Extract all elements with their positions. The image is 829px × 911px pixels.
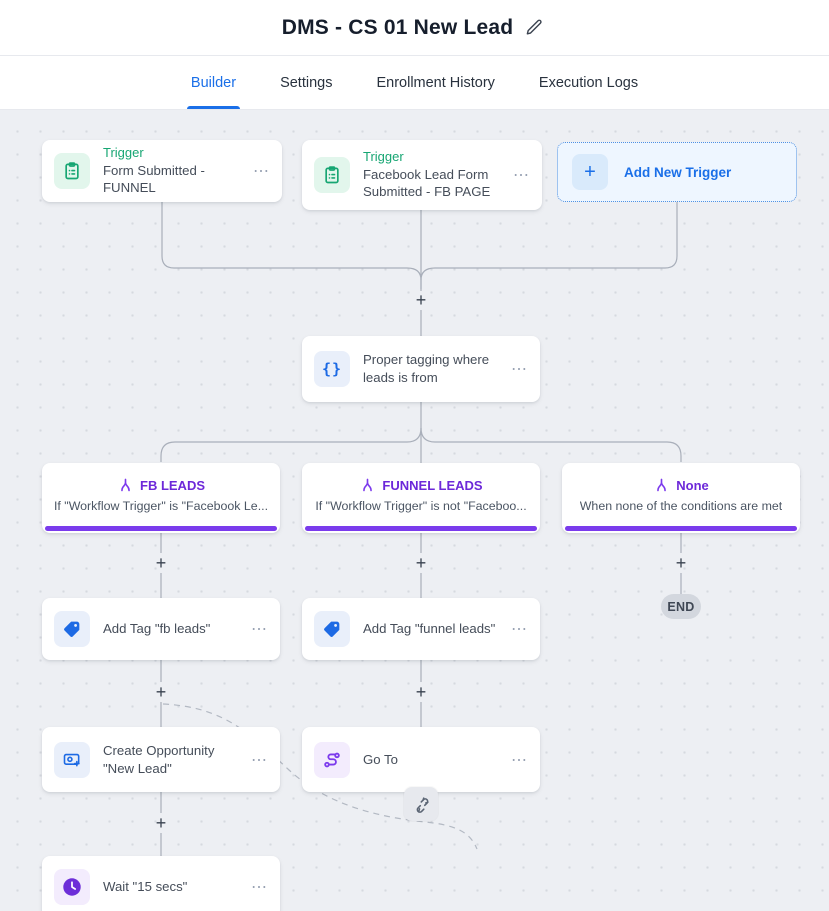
opportunity-icon (54, 741, 90, 778)
braces-icon: {} (314, 351, 350, 387)
add-new-trigger-button[interactable]: + Add New Trigger (557, 142, 797, 202)
action-node-add-tag-funnel-leads[interactable]: Add Tag "funnel leads" ⋯ (302, 598, 540, 660)
plus-icon: + (572, 154, 608, 190)
clipboard-icon (314, 157, 350, 193)
connector-wires (160, 202, 682, 856)
action-node-add-tag-fb-leads[interactable]: Add Tag "fb leads" ⋯ (42, 598, 280, 660)
end-badge: END (661, 594, 701, 619)
branch-condition: If "Workflow Trigger" is not "Faceboo... (315, 499, 527, 513)
branch-condition: If "Workflow Trigger" is "Facebook Le... (53, 499, 269, 513)
more-menu-icon[interactable]: ⋯ (253, 163, 270, 180)
clipboard-icon (54, 153, 90, 189)
goto-connection-dashed-wire (162, 703, 478, 850)
more-menu-icon[interactable]: ⋯ (251, 621, 268, 638)
workflow-canvas[interactable]: Trigger Form Submitted - FUNNEL ⋯ Trigge… (0, 110, 829, 911)
action-node-create-opportunity[interactable]: Create Opportunity "New Lead" ⋯ (42, 727, 280, 792)
branch-name: None (676, 478, 709, 493)
more-menu-icon[interactable]: ⋯ (251, 751, 268, 769)
add-action-button[interactable]: + (415, 681, 427, 702)
trigger-node-form-submitted[interactable]: Trigger Form Submitted - FUNNEL ⋯ (42, 140, 282, 202)
branch-name: FUNNEL LEADS (382, 478, 483, 493)
add-new-trigger-label: Add New Trigger (624, 164, 732, 180)
tab-settings[interactable]: Settings (280, 74, 333, 91)
tag-icon (314, 611, 350, 647)
branch-card-fb-leads[interactable]: FB LEADS If "Workflow Trigger" is "Faceb… (42, 463, 280, 533)
trigger-node-facebook-lead-form[interactable]: Trigger Facebook Lead Form Submitted - F… (302, 140, 542, 210)
more-menu-icon[interactable]: ⋯ (511, 361, 528, 378)
action-title: Wait "15 secs" (103, 879, 188, 895)
tag-icon (54, 611, 90, 647)
branch-icon (657, 478, 667, 492)
page-title: DMS - CS 01 New Lead (281, 15, 514, 39)
add-action-button[interactable]: + (675, 552, 687, 573)
action-title: Add Tag "funnel leads" (363, 621, 496, 637)
trigger-subtitle: Form Submitted - FUNNEL (103, 162, 205, 196)
more-menu-icon[interactable]: ⋯ (511, 621, 528, 638)
add-action-button[interactable]: + (155, 552, 167, 573)
branch-name: FB LEADS (140, 478, 205, 493)
add-action-button[interactable]: + (155, 812, 167, 833)
tab-builder[interactable]: Builder (186, 56, 241, 109)
tab-execution-logs[interactable]: Execution Logs (538, 74, 639, 91)
action-title: Add Tag "fb leads" (103, 621, 211, 637)
clock-icon (54, 869, 90, 905)
branch-card-none[interactable]: None When none of the conditions are met (562, 463, 800, 533)
branch-condition: When none of the conditions are met (579, 499, 783, 513)
more-menu-icon[interactable]: ⋯ (513, 167, 530, 184)
more-menu-icon[interactable]: ⋯ (511, 751, 528, 769)
route-icon (314, 741, 350, 778)
tab-bar: Builder Settings Enrollment History Exec… (0, 56, 829, 110)
action-node-tagging[interactable]: {} Proper tagging where leads is from ⋯ (302, 336, 540, 402)
edit-title-icon[interactable] (525, 17, 547, 39)
tab-enrollment-history[interactable]: Enrollment History (376, 74, 495, 91)
action-title: Go To (363, 751, 398, 767)
action-node-go-to[interactable]: Go To ⋯ (302, 727, 540, 792)
add-action-button[interactable]: + (415, 289, 427, 310)
trigger-label: Trigger (363, 148, 404, 164)
branch-icon (121, 478, 130, 492)
workflow-header: DMS - CS 01 New Lead (0, 0, 829, 56)
trigger-subtitle: Facebook Lead Form Submitted - FB PAGE (363, 166, 491, 200)
action-title: Proper tagging where leads is from (363, 352, 490, 385)
add-action-button[interactable]: + (155, 681, 167, 702)
add-action-button[interactable]: + (415, 552, 427, 573)
action-title: Create Opportunity "New Lead" (103, 742, 215, 776)
branch-card-funnel-leads[interactable]: FUNNEL LEADS If "Workflow Trigger" is no… (302, 463, 540, 533)
unlink-connection-icon[interactable] (404, 787, 438, 821)
branch-icon (363, 478, 373, 492)
trigger-label: Trigger (103, 144, 144, 160)
action-node-wait[interactable]: Wait "15 secs" ⋯ (42, 856, 280, 911)
more-menu-icon[interactable]: ⋯ (251, 879, 268, 896)
